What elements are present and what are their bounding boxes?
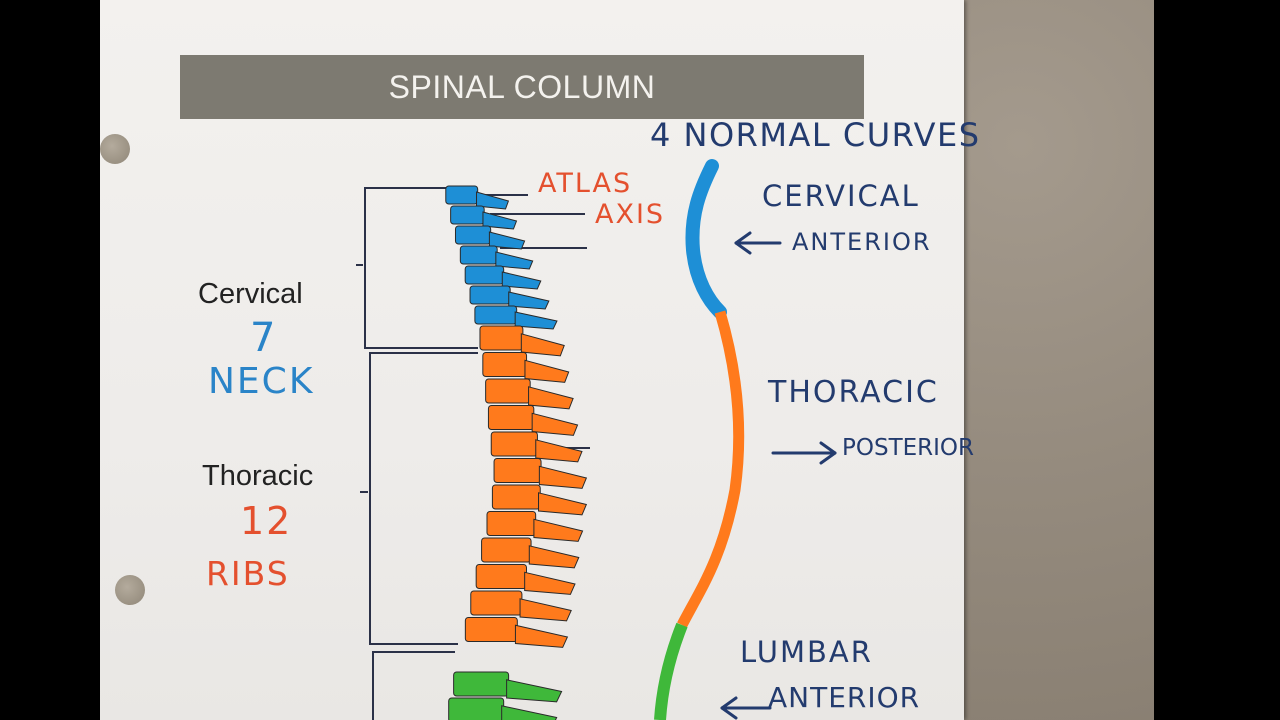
- thoracic-vertebra-10: [475, 564, 527, 589]
- lumbar-vertebra-2: [448, 697, 505, 720]
- thoracic-vertebra-5: [490, 431, 538, 457]
- thoracic-vertebra-3: [485, 378, 531, 404]
- cervical-arrow-icon: [734, 231, 782, 255]
- lumbar-spinous-process-1: [506, 679, 563, 703]
- axis-label: AXIS: [595, 199, 666, 230]
- cervical-label: Cervical: [198, 278, 303, 310]
- cervical-vertebra-4: [459, 245, 498, 265]
- thoracic-curve-label: THORACIC: [768, 375, 939, 410]
- thoracic-vertebra-7: [491, 484, 541, 510]
- thoracic-vertebra-9: [481, 537, 532, 563]
- thoracic-count: 12: [240, 499, 293, 543]
- thoracic-spinous-process-5: [535, 439, 583, 463]
- cervical-spinous-process-7: [514, 311, 558, 330]
- thoracic-spinous-process-7: [538, 492, 588, 516]
- cervical-vertebra-5: [464, 265, 505, 285]
- lumbar-spinous-process-2: [501, 705, 558, 720]
- thoracic-bracket: [369, 352, 478, 645]
- title-banner: SPINAL COLUMN: [180, 55, 864, 119]
- thoracic-note: RIBS: [206, 554, 290, 593]
- thoracic-arrow-icon: [771, 441, 837, 465]
- cervical-vertebra-2: [450, 205, 485, 225]
- cervical-vertebra-6: [469, 285, 511, 305]
- lumbar-vertebra-1: [453, 671, 510, 697]
- thoracic-vertebra-4: [487, 405, 535, 430]
- lumbar-bracket: [372, 651, 455, 720]
- lumbar-direction: ANTERIOR: [768, 681, 921, 714]
- background-wall: [962, 0, 1154, 720]
- thoracic-direction: POSTERIOR: [842, 435, 975, 461]
- vertebrae-group: [445, 185, 588, 720]
- cervical-spinous-process-5: [501, 271, 542, 290]
- lumbar-arrow-icon: [720, 696, 772, 720]
- punch-hole-bottom: [115, 575, 145, 605]
- thoracic-vertebra-12: [464, 617, 518, 642]
- thoracic-spinous-process-3: [528, 386, 574, 410]
- thoracic-spinous-process-12: [514, 624, 569, 648]
- cervical-vertebra-3: [454, 225, 492, 245]
- lumbar-curve-label: LUMBAR: [740, 635, 873, 669]
- thoracic-vertebra-1: [479, 325, 524, 351]
- curves-heading: 4 NORMAL CURVES: [650, 116, 981, 154]
- cervical-spinous-process-3: [488, 231, 526, 250]
- thoracic-spinous-process-9: [528, 545, 580, 569]
- thoracic-spinous-process-4: [531, 412, 579, 436]
- cervical-vertebra-1: [445, 185, 479, 205]
- thoracic-vertebra-8: [486, 511, 537, 536]
- region-brackets: [356, 187, 478, 720]
- thoracic-spinous-process-11: [519, 598, 572, 622]
- cervical-vertebra-7: [474, 305, 518, 325]
- punch-hole-top: [100, 134, 130, 164]
- thoracic-spinous-process-6: [538, 465, 588, 489]
- cervical-spinous-process-2: [482, 211, 518, 230]
- page-title: SPINAL COLUMN: [388, 68, 656, 105]
- cervical-direction: ANTERIOR: [792, 228, 932, 256]
- thoracic-vertebra-11: [470, 590, 523, 616]
- thoracic-vertebra-2: [482, 352, 528, 377]
- thoracic-vertebra-6: [493, 458, 542, 483]
- cervical-curve: [685, 159, 727, 319]
- thoracic-label: Thoracic: [202, 460, 314, 492]
- lumbar-curve: [654, 622, 688, 720]
- cervical-count: 7: [250, 315, 278, 361]
- thoracic-spinous-process-10: [524, 571, 576, 595]
- cervical-bracket: [364, 187, 478, 349]
- cervical-spinous-process-1: [476, 191, 510, 210]
- thoracic-spinous-process-2: [524, 359, 570, 383]
- direction-arrows: [720, 231, 837, 720]
- atlas-label: ATLAS: [538, 168, 633, 199]
- cervical-spinous-process-6: [508, 291, 550, 310]
- thoracic-curve: [677, 310, 745, 628]
- cervical-curve-label: CERVICAL: [762, 179, 920, 213]
- paper-sheet: [100, 0, 964, 720]
- cervical-note: NECK: [208, 361, 315, 402]
- cervical-spinous-process-4: [495, 251, 534, 270]
- thoracic-spinous-process-8: [533, 518, 584, 542]
- thoracic-spinous-process-1: [520, 333, 565, 357]
